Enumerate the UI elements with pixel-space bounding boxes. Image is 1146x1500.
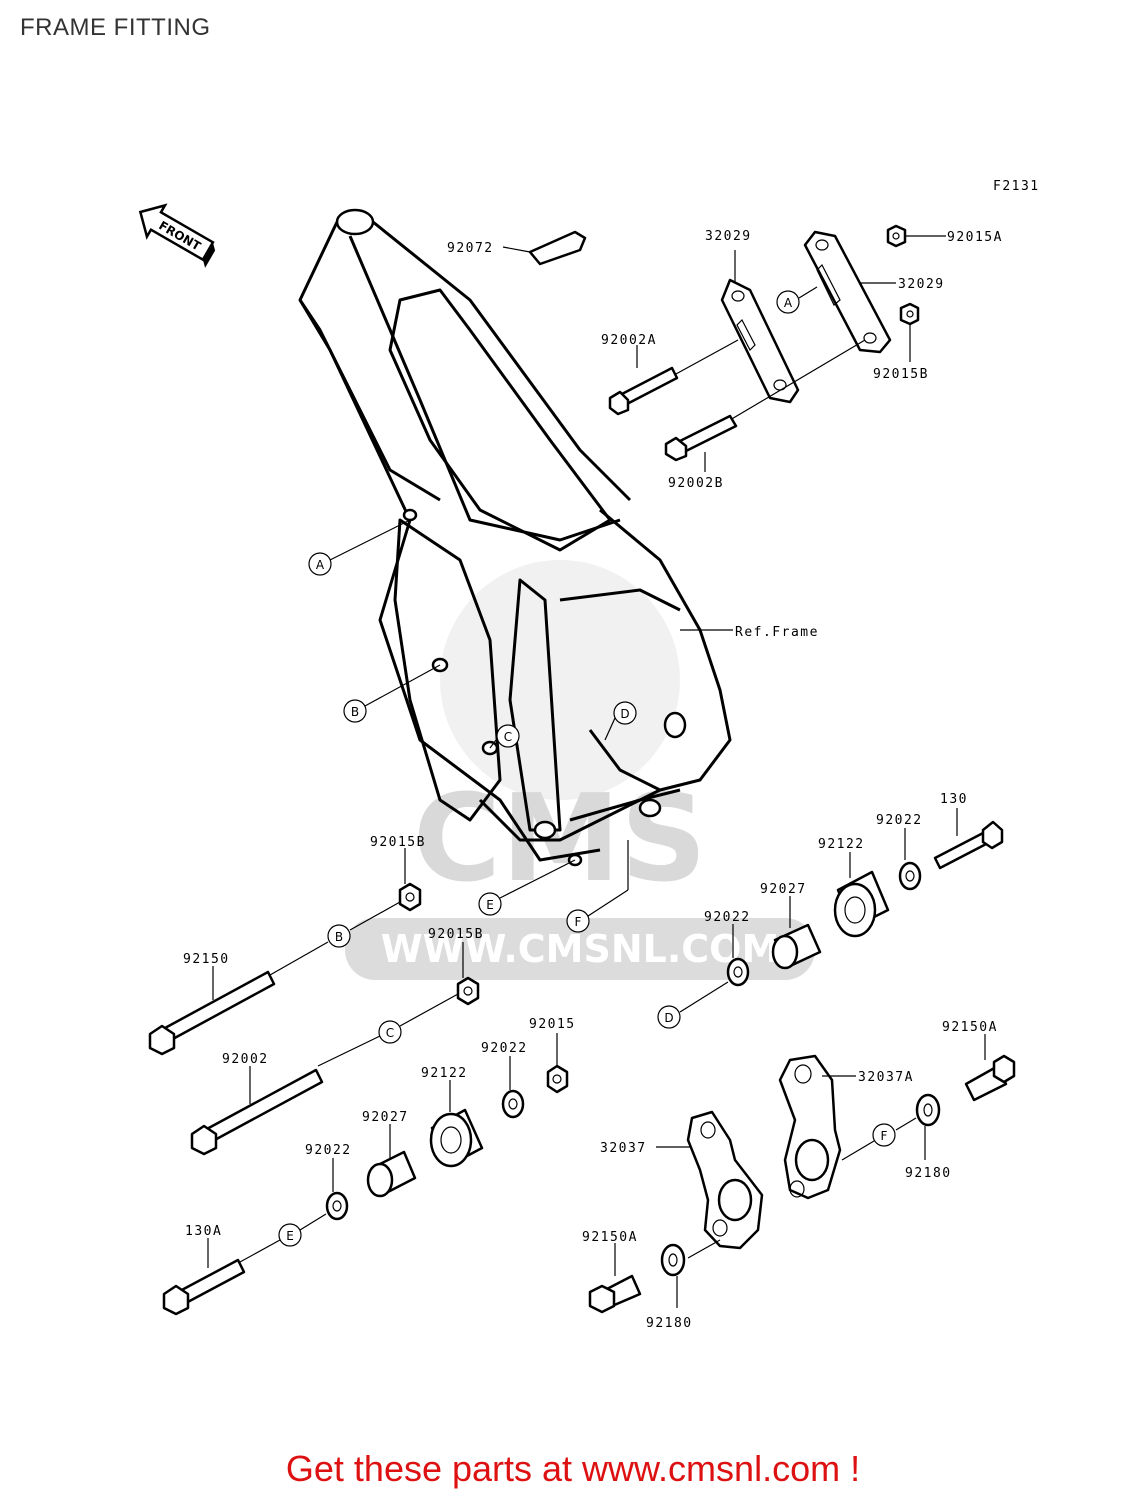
part-92002: 92002 (190, 1052, 324, 1156)
svg-text:B: B (335, 930, 343, 944)
svg-text:32037: 32037 (600, 1141, 647, 1156)
callout-A-frame: A (308, 519, 411, 576)
svg-text:B: B (351, 705, 359, 719)
svg-text:92022: 92022 (704, 910, 751, 925)
svg-text:E: E (486, 898, 494, 912)
svg-text:92122: 92122 (421, 1066, 468, 1081)
part-32029-right: 32029 (803, 230, 945, 354)
callout-F-lower: F (841, 1117, 917, 1161)
svg-text:92015: 92015 (529, 1017, 576, 1032)
svg-text:32029: 32029 (705, 229, 752, 244)
callout-D-right: D (657, 981, 729, 1029)
svg-text:92150: 92150 (183, 952, 230, 967)
svg-text:92015B: 92015B (370, 835, 426, 850)
part-92022-b: 92022 (704, 910, 751, 987)
svg-text:92015A: 92015A (947, 230, 1003, 245)
part-130: 130 (933, 792, 1004, 870)
svg-text:92180: 92180 (905, 1166, 952, 1181)
part-92022-c: 92022 (481, 1041, 528, 1119)
part-92027-b: 92027 (362, 1110, 417, 1198)
part-32029-left: 32029 (705, 229, 800, 404)
svg-text:E: E (286, 1229, 294, 1243)
callout-E-lower: E (278, 1213, 327, 1247)
part-92150A-bottom: 92150A (582, 1230, 721, 1314)
front-arrow-icon: FRONT (138, 203, 216, 268)
svg-text:92150A: 92150A (942, 1020, 998, 1035)
part-92015: 92015 (529, 1017, 576, 1094)
svg-text:92022: 92022 (876, 813, 923, 828)
svg-text:A: A (316, 558, 325, 572)
svg-text:C: C (386, 1026, 394, 1040)
svg-text:92022: 92022 (305, 1143, 352, 1158)
part-32037: 32037 (600, 1110, 764, 1250)
part-130A: 130A (162, 1224, 281, 1316)
svg-text:92027: 92027 (362, 1110, 409, 1125)
diagram-code: F2131 (993, 179, 1040, 194)
svg-text:92150A: 92150A (582, 1230, 638, 1245)
part-92180-bottom: 92180 (646, 1243, 693, 1331)
part-92150A-right: 92150A (942, 1020, 1016, 1102)
part-92015B-mid: 92015B (370, 835, 426, 912)
svg-text:D: D (664, 1011, 673, 1025)
page-title: FRAME FITTING (20, 14, 211, 41)
callout-E-frame: E (478, 859, 576, 916)
callout-B-frame: B (343, 664, 441, 723)
svg-text:130A: 130A (185, 1224, 222, 1239)
svg-text:92180: 92180 (646, 1316, 693, 1331)
callout-C-left: C (317, 993, 459, 1067)
svg-text:D: D (620, 707, 629, 721)
main-frame (298, 208, 733, 867)
svg-text:F: F (575, 915, 582, 929)
svg-text:92015B: 92015B (873, 367, 929, 382)
svg-text:92122: 92122 (818, 837, 865, 852)
part-92027-a: 92027 (760, 882, 822, 970)
svg-text:92072: 92072 (447, 241, 494, 256)
svg-text:A: A (784, 296, 793, 310)
part-92122-b: 92122 (421, 1066, 484, 1168)
svg-text:C: C (504, 730, 512, 744)
svg-text:92022: 92022 (481, 1041, 528, 1056)
svg-text:92015B: 92015B (428, 927, 484, 942)
part-92022-a: 92022 (876, 813, 923, 891)
svg-text:32029: 32029 (898, 277, 945, 292)
part-32037A: 32037A (778, 1054, 914, 1200)
callout-B-left: B (327, 901, 401, 948)
svg-text:92002B: 92002B (668, 476, 724, 491)
part-92022-d: 92022 (305, 1143, 352, 1221)
callout-A-upper: A (776, 286, 818, 314)
watermark-url: WWW.CMSNL.COM (381, 927, 780, 971)
svg-text:92002: 92002 (222, 1052, 269, 1067)
part-92122-a: 92122 (818, 837, 890, 938)
callout-F-frame: F (566, 840, 629, 933)
svg-text:32037A: 32037A (858, 1070, 914, 1085)
part-92002A: 92002A (601, 333, 739, 416)
ref-frame-label: Ref.Frame (735, 625, 819, 640)
callout-D-frame: D (604, 701, 637, 741)
part-92002B: 92002B (664, 339, 866, 491)
part-92015A: 92015A (886, 224, 1003, 248)
callout-C-frame: C (489, 724, 520, 749)
part-92150: 92150 (148, 941, 329, 1056)
svg-text:92002A: 92002A (601, 333, 657, 348)
footer-link[interactable]: Get these parts at www.cmsnl.com ! (285, 1448, 861, 1489)
part-92015B-low: 92015B (428, 927, 484, 1006)
svg-text:F: F (881, 1129, 888, 1143)
part-92072: 92072 (447, 230, 587, 266)
part-92015B-top: 92015B (873, 302, 929, 382)
svg-text:130: 130 (940, 792, 968, 807)
svg-text:92027: 92027 (760, 882, 807, 897)
part-92180-right: 92180 (905, 1093, 952, 1181)
